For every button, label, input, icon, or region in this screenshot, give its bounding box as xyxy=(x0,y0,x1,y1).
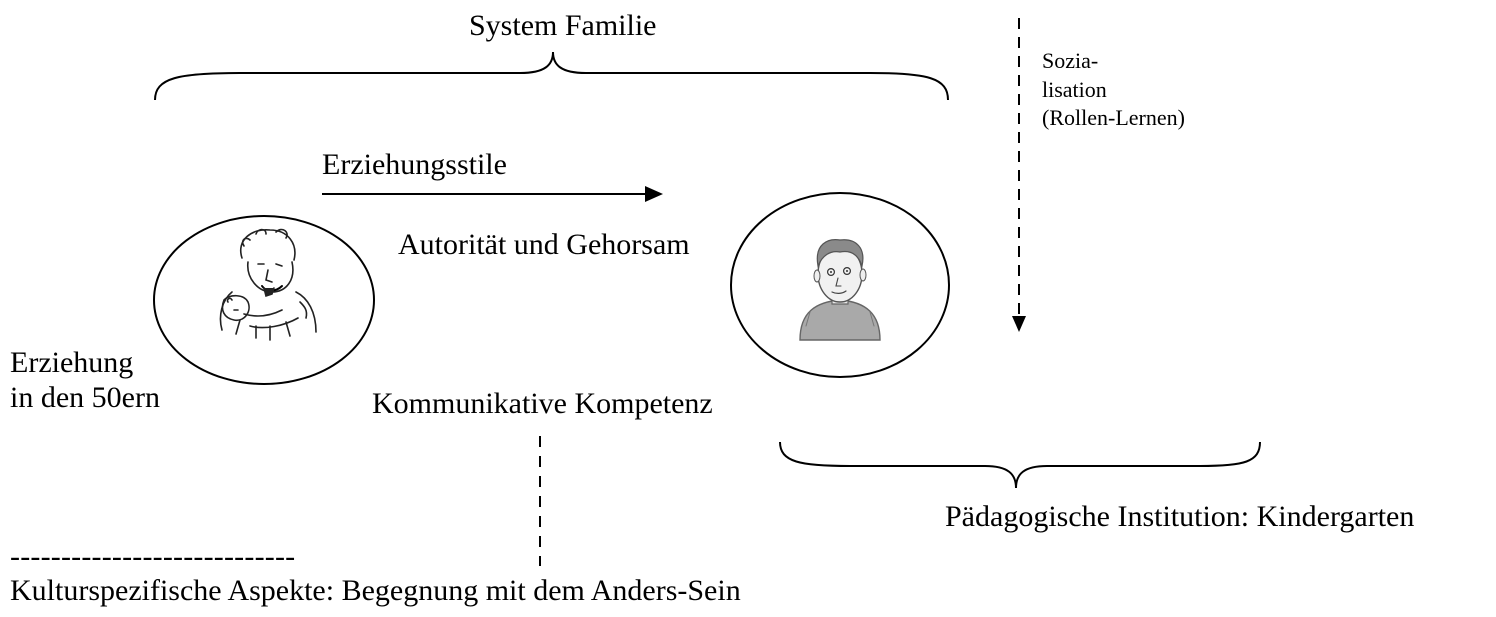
child-sketch-icon xyxy=(799,239,881,341)
system-family-label: System Familie xyxy=(469,9,657,42)
education-50s-label: Erziehung in den 50ern xyxy=(10,346,160,415)
parenting-styles-arrowhead xyxy=(645,186,663,202)
institution-label: Pädagogische Institution: Kindergarten xyxy=(945,500,1415,533)
dash-rule: ---------------------------- xyxy=(10,540,296,573)
parenting-styles-label: Erziehungsstile xyxy=(322,148,507,181)
communicative-competence-label: Kommunikative Kompetenz xyxy=(372,387,713,420)
socialization-arrowhead xyxy=(1012,316,1026,332)
system-family-brace xyxy=(154,51,949,101)
parent-sketch-icon xyxy=(219,228,317,341)
socialization-label: Sozia- lisation (Rollen-Lernen) xyxy=(1042,48,1185,131)
child-ellipse xyxy=(730,192,950,378)
institution-brace xyxy=(779,441,1261,489)
cultural-aspects-label: Kulturspezifische Aspekte: Begegnung mit… xyxy=(10,574,741,607)
authority-obedience-label: Autorität und Gehorsam xyxy=(398,228,690,261)
parent-ellipse xyxy=(153,215,375,385)
